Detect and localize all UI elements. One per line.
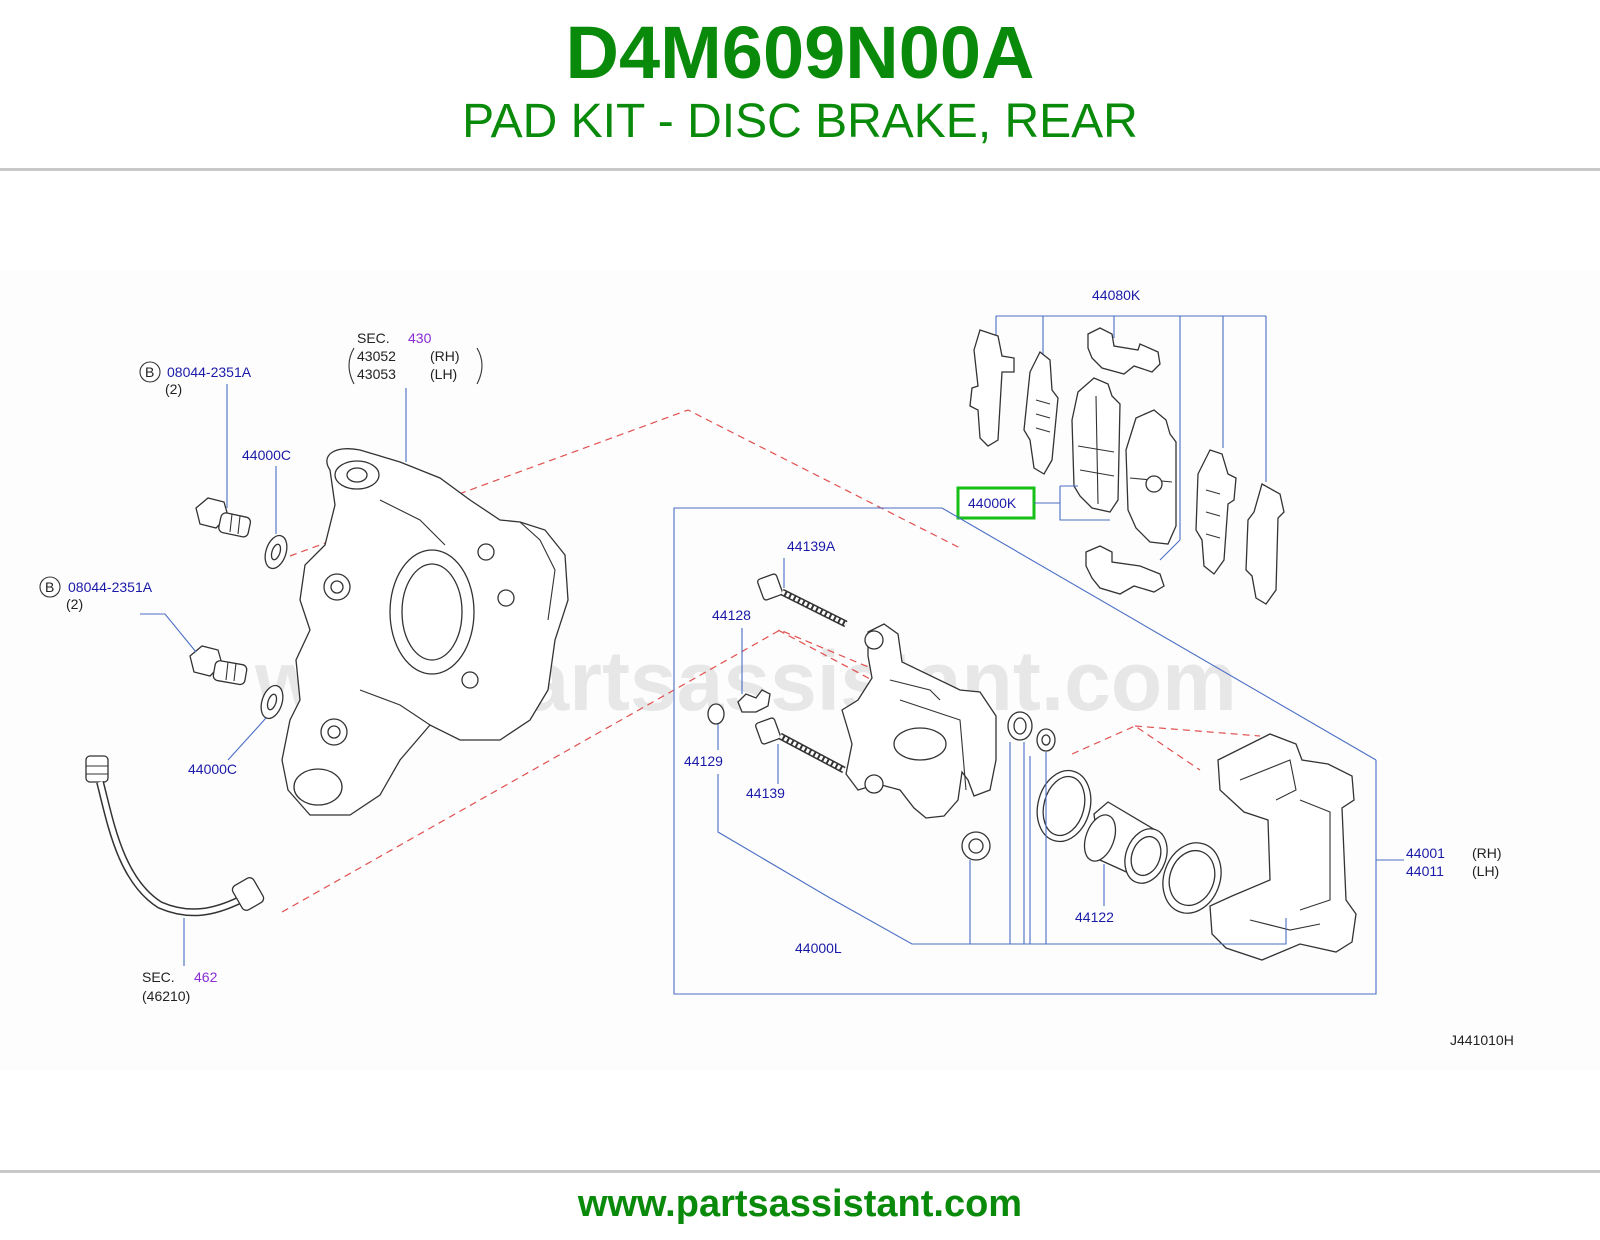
washer-upper-callout: 44000C: [242, 447, 291, 534]
pin-a-part-number[interactable]: 44139A: [787, 538, 836, 554]
inner-shim-left[interactable]: [1023, 350, 1059, 475]
caliper-callout: 44001 (RH) 44011 (LH): [1406, 845, 1502, 879]
sec-430-part-lh: 43053: [357, 366, 396, 382]
bolt-upper-marker: [139, 361, 161, 383]
piston[interactable]: [1079, 801, 1175, 889]
bolt-lower-qty: (2): [66, 596, 83, 612]
pin-boot-b[interactable]: [1036, 728, 1056, 752]
seal-kit-part-number[interactable]: 44000L: [795, 940, 842, 956]
outer-shim-left[interactable]: [969, 329, 1015, 447]
pin-a-callout: 44139A: [783, 538, 836, 588]
footer-divider: [0, 1170, 1600, 1173]
bolt-lower[interactable]: [189, 645, 248, 686]
bolt-upper-qty: (2): [165, 381, 182, 397]
caliper-lh-side: (LH): [1472, 863, 1499, 879]
bolt-upper-part-number[interactable]: 08044-2351A: [167, 364, 252, 380]
piston-boot[interactable]: [1153, 835, 1230, 922]
seal-kit-callout: 44000L: [717, 742, 1287, 956]
washer-upper[interactable]: [261, 533, 291, 572]
sec-430-number[interactable]: 430: [408, 330, 432, 346]
bleeder-callout: 44128: [712, 607, 751, 694]
bolt-upper-callout: B 08044-2351A (2): [139, 361, 252, 508]
diagram-code: J441010H: [1450, 1032, 1514, 1048]
cap-part-number[interactable]: 44129: [684, 753, 723, 769]
piston-seal[interactable]: [1030, 764, 1099, 847]
brake-hose[interactable]: [85, 755, 265, 917]
sec-462-number[interactable]: 462: [194, 969, 218, 985]
bleeder-screw[interactable]: [737, 689, 771, 713]
pad-kit-callout: 44000K: [956, 485, 1110, 521]
part-description: PAD KIT - DISC BRAKE, REAR: [462, 95, 1138, 148]
pad-kit-part-number[interactable]: 44000K: [968, 495, 1017, 511]
sec-430-callout: SEC. 430 43052 (RH) 43053 (LH): [348, 330, 483, 462]
pad-kit-highlight: [956, 486, 1036, 520]
outer-shim-right[interactable]: [1245, 483, 1285, 605]
sec-430-sec: SEC.: [357, 330, 390, 346]
bolt-lower-marker-letter: B: [45, 579, 54, 595]
inner-shim-right[interactable]: [1195, 449, 1237, 575]
caliper-body[interactable]: [841, 623, 997, 819]
caliper-support[interactable]: [1209, 733, 1357, 961]
caliper-lh-part-number[interactable]: 44011: [1406, 863, 1444, 879]
pad-clip-bottom[interactable]: [1085, 545, 1165, 595]
caliper-rh-part-number[interactable]: 44001: [1406, 845, 1445, 861]
piston-part-number[interactable]: 44122: [1075, 909, 1114, 925]
pin-boot-a[interactable]: [1007, 711, 1033, 741]
washer-lower-callout: 44000C: [188, 717, 267, 777]
bleeder-part-number[interactable]: 44128: [712, 607, 751, 623]
sec-462-sec: SEC.: [142, 969, 175, 985]
piston-callout: 44122: [1075, 864, 1114, 925]
sec-462-callout: SEC. 462 (46210): [142, 918, 218, 1004]
guide-pin-a[interactable]: [757, 573, 848, 628]
pin-callout: 44139: [746, 744, 785, 801]
steering-knuckle[interactable]: [281, 448, 569, 816]
guide-pin[interactable]: [755, 717, 846, 774]
brake-pad-inner[interactable]: [1125, 409, 1177, 545]
washer-lower-part-number[interactable]: 44000C: [188, 761, 237, 777]
bolt-upper[interactable]: [195, 497, 252, 538]
bolt-lower-marker: [39, 576, 61, 598]
caliper-assembly-bracket: [673, 507, 1404, 995]
shim-kit-callout: 44080K: [995, 287, 1267, 561]
bolt-lower-part-number[interactable]: 08044-2351A: [68, 579, 153, 595]
sec-430-side-lh: (LH): [430, 366, 457, 382]
bleeder-cap[interactable]: [707, 703, 725, 725]
part-number-title: D4M609N00A: [565, 11, 1035, 94]
caliper-rh-side: (RH): [1472, 845, 1502, 861]
header-divider: [0, 168, 1600, 171]
pin-boot-c[interactable]: [961, 831, 991, 861]
sec-430-side-rh: (RH): [430, 348, 460, 364]
washer-lower[interactable]: [257, 683, 287, 722]
bolt-lower-callout: B 08044-2351A (2): [39, 576, 197, 653]
pad-clip-top[interactable]: [1087, 327, 1161, 375]
cap-callout: 44129: [684, 724, 723, 769]
shim-kit-part-number[interactable]: 44080K: [1092, 287, 1141, 303]
bolt-upper-marker-letter: B: [145, 364, 154, 380]
sec-430-part-rh: 43052: [357, 348, 396, 364]
footer-website-link[interactable]: www.partsassistant.com: [577, 1183, 1023, 1225]
brake-pad-outer[interactable]: [1071, 377, 1121, 513]
sec-462-sub: (46210): [142, 988, 190, 1004]
washer-upper-part-number[interactable]: 44000C: [242, 447, 291, 463]
pin-part-number[interactable]: 44139: [746, 785, 785, 801]
